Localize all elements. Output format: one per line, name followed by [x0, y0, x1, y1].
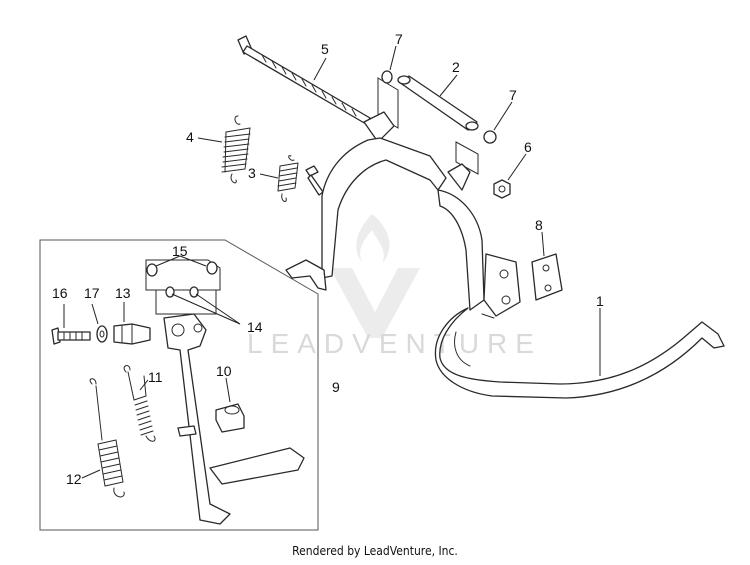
part-side-stand-leg — [163, 313, 305, 525]
callout-12: 12 — [66, 471, 82, 487]
part-spring-small — [277, 155, 299, 202]
callout-7-lower: 7 — [509, 87, 517, 103]
callout-3: 3 — [248, 165, 256, 181]
watermark-text: LEADVENTURE — [247, 328, 542, 359]
footer-credit: Rendered by LeadVenture, Inc. — [292, 544, 458, 558]
callout-labels: 1 2 3 4 5 6 7 7 8 9 10 11 12 13 14 15 16… — [52, 31, 604, 487]
part-side-stand-bolt — [51, 327, 91, 345]
part-nut — [493, 179, 511, 199]
part-side-stand-washer — [96, 325, 108, 343]
callout-10: 10 — [216, 363, 232, 379]
callout-6: 6 — [524, 139, 532, 155]
part-side-spring-large — [89, 378, 125, 498]
leader-lines — [63, 45, 601, 479]
part-spring-large — [221, 115, 251, 184]
callout-13: 13 — [115, 285, 131, 301]
callout-1: 1 — [596, 293, 604, 309]
callout-11: 11 — [148, 369, 163, 385]
part-pivot-tube — [397, 75, 479, 131]
part-shim-upper — [145, 259, 221, 291]
callout-8: 8 — [535, 217, 543, 233]
part-rubber-block — [531, 253, 563, 301]
callout-5: 5 — [321, 41, 329, 57]
part-side-stand-bushing — [113, 323, 151, 345]
callout-14: 14 — [247, 319, 263, 335]
part-bolt — [237, 35, 371, 125]
callout-15: 15 — [172, 243, 188, 259]
callout-17: 17 — [84, 285, 100, 301]
part-washer-upper — [377, 70, 399, 129]
callout-9: 9 — [332, 379, 340, 395]
subassembly-box-outline — [39, 239, 319, 531]
callout-7-upper: 7 — [395, 31, 403, 47]
part-side-spring-small — [123, 365, 156, 442]
part-rubber-stop — [177, 403, 245, 437]
callout-16: 16 — [52, 285, 68, 301]
callout-4: 4 — [186, 129, 194, 145]
part-pin — [305, 165, 324, 196]
callout-2: 2 — [452, 59, 460, 75]
part-washer-lower — [455, 130, 497, 175]
part-main-stand — [285, 111, 725, 399]
leadventure-watermark-logo — [330, 214, 420, 338]
